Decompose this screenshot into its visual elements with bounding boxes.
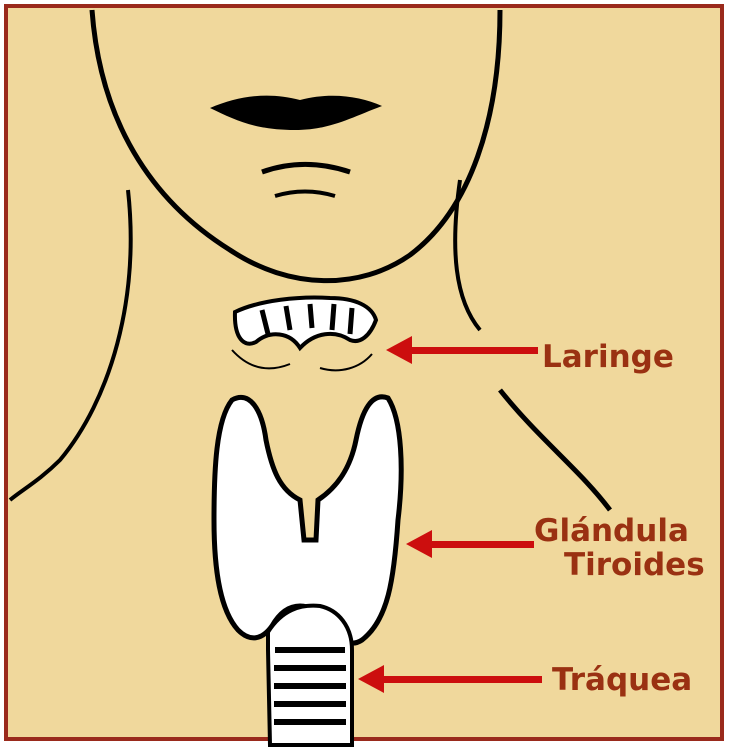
mouth xyxy=(210,96,382,130)
label-glandula-tiroides: Glándula Tiroides xyxy=(534,514,705,582)
neck-line-right xyxy=(455,180,480,330)
label-traquea: Tráquea xyxy=(552,663,692,697)
neck-line-left xyxy=(10,190,131,500)
arrow-traquea xyxy=(358,665,542,693)
chin-line-lower xyxy=(275,192,335,197)
label-laringe: Laringe xyxy=(542,340,674,374)
label-glandula: Glándula xyxy=(534,514,705,548)
shoulder-line-right xyxy=(500,390,610,510)
jaw-outline xyxy=(92,10,500,281)
label-tiroides: Tiroides xyxy=(534,548,705,582)
trachea-shape xyxy=(268,606,352,745)
arrow-tiroides xyxy=(406,530,534,558)
chin-line-upper xyxy=(262,165,350,173)
arrow-laringe xyxy=(386,336,538,364)
larynx-shape xyxy=(232,298,376,371)
